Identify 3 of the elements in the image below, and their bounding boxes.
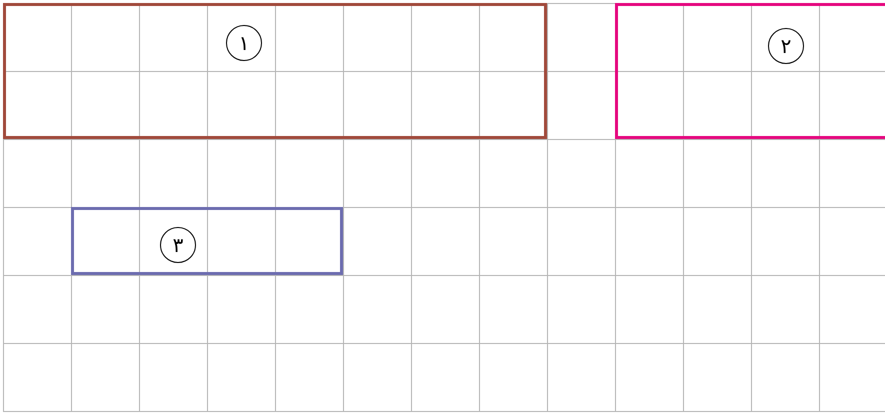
rectangle-outline — [615, 3, 885, 139]
rectangle-outline — [3, 3, 547, 139]
rectangle-outline — [71, 207, 343, 275]
